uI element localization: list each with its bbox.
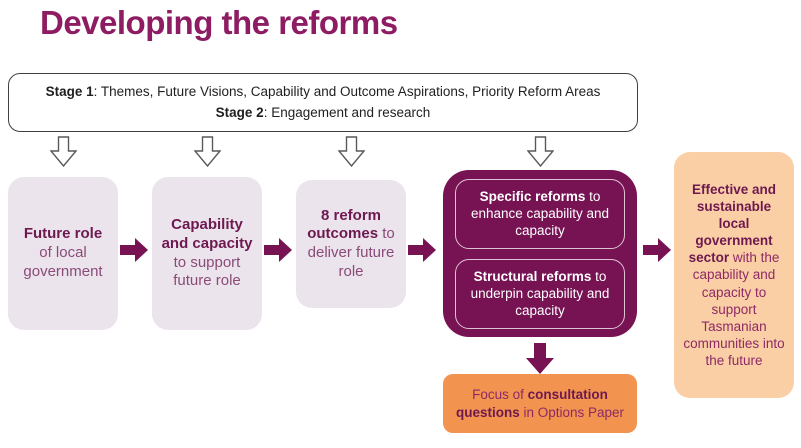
specific-reforms-box: Specific reforms to enhance capability a… (455, 178, 625, 249)
stage-1-line: Stage 1: Themes, Future Visions, Capabil… (46, 84, 601, 100)
flow-box-bold-text: 8 reform outcomes (307, 206, 382, 243)
stage-1-text: : Themes, Future Visions, Capability and… (93, 83, 601, 99)
outcome-box: Effective and sustainable local governme… (674, 152, 794, 398)
stage-2-label: Stage 2 (215, 105, 264, 120)
flow-box-rest-text: to support future role (173, 253, 241, 290)
flow-box-text: Future role of local government (16, 225, 110, 281)
page-title: Developing the reforms (40, 4, 398, 41)
stage-header-box: Stage 1: Themes, Future Visions, Capabil… (8, 73, 638, 132)
solid-right-arrow-icon (408, 238, 436, 262)
stage-2-line: Stage 2: Engagement and research (216, 105, 431, 121)
flow-box-future-role: Future role of local government (8, 177, 118, 330)
structural-reforms-box: Structural reforms to underpin capabilit… (455, 258, 625, 329)
flow-box-text: 8 reform outcomes to deliver future role (304, 207, 398, 282)
flow-box-rest-text: of local government (23, 244, 103, 280)
structural-reforms-text: Structural reforms to underpin capabilit… (464, 268, 616, 319)
hollow-down-arrow-icon (50, 136, 77, 167)
solid-right-arrow-icon (643, 238, 671, 262)
specific-reforms-bold: Specific reforms (479, 188, 586, 204)
solid-down-arrow-icon (526, 343, 554, 374)
consultation-text: Focus of consultation questions in Optio… (451, 386, 629, 421)
hollow-down-arrow-icon (527, 136, 554, 167)
consultation-post-text: in Options Paper (519, 404, 625, 420)
specific-reforms-rest: to enhance capability and capacity (470, 188, 610, 239)
reforms-box: Specific reforms to enhance capability a… (443, 170, 637, 337)
outcome-rest-text: with the capability and capacity to supp… (683, 250, 785, 369)
flow-box-text: Capability and capacity to support futur… (160, 216, 254, 291)
structural-reforms-bold: Structural reforms (473, 268, 592, 284)
consultation-pre-text: Focus of (472, 386, 528, 402)
outcome-bold-text: Effective and sustainable local governme… (688, 181, 777, 266)
stage-2-text: : Engagement and research (263, 105, 431, 120)
solid-right-arrow-icon (264, 238, 292, 262)
stage-1-label: Stage 1 (45, 83, 94, 99)
consultation-bold-text: consultation questions (455, 386, 608, 420)
outcome-text: Effective and sustainable local governme… (682, 181, 786, 370)
specific-reforms-text: Specific reforms to enhance capability a… (464, 188, 616, 239)
hollow-down-arrow-icon (194, 136, 221, 167)
flow-box-bold-text: Future role (23, 225, 103, 243)
flow-box-bold-text: Capability and capacity (161, 216, 253, 252)
consultation-box: Focus of consultation questions in Optio… (443, 374, 637, 433)
flow-box-capability-capacity: Capability and capacity to support futur… (152, 177, 262, 330)
flow-box-rest-text: to deliver future role (307, 225, 395, 280)
solid-right-arrow-icon (120, 238, 148, 262)
flow-box-reform-outcomes: 8 reform outcomes to deliver future role (296, 180, 406, 308)
hollow-down-arrow-icon (338, 136, 365, 167)
structural-reforms-rest: to underpin capability and capacity (470, 268, 610, 319)
